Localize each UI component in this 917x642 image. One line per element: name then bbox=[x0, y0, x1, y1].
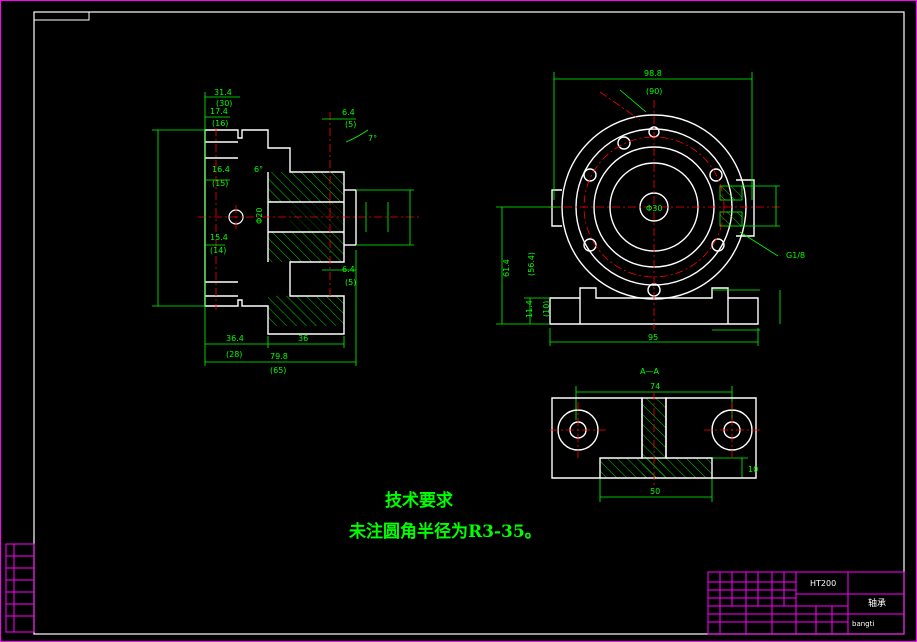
dim-15-4: 15.4 bbox=[210, 233, 228, 242]
dim-6deg: 6° bbox=[254, 165, 263, 174]
side-view-dimtext: 31.4 (30) 17.4 (16) 16.4 (15) 15.4 (14) … bbox=[210, 88, 377, 375]
dim-16-4: 16.4 bbox=[212, 165, 230, 174]
title-block: HT200 轴承 bangti bbox=[707, 571, 905, 635]
dim-16: (16) bbox=[212, 119, 228, 128]
dim-28: (28) bbox=[226, 350, 242, 359]
dim-56-4: (56.4) bbox=[527, 252, 536, 276]
side-view-centerlines bbox=[198, 112, 420, 310]
title-drawing-no: bangti bbox=[852, 620, 874, 628]
dim-14: (14) bbox=[210, 246, 226, 255]
dim-36: 36 bbox=[298, 334, 308, 343]
dim-15: (15) bbox=[212, 179, 228, 188]
dim-10: (10) bbox=[542, 301, 551, 317]
dim-50: 50 bbox=[650, 487, 660, 496]
dim-phi20: Φ20 bbox=[255, 208, 264, 224]
front-view: 98.8 (90) 61.4 (56.4) 11.4 (10) 95 Φ30 G… bbox=[496, 69, 805, 346]
side-view-hatch bbox=[268, 172, 344, 326]
left-revision-strip bbox=[5, 543, 35, 633]
dim-65: (65) bbox=[270, 366, 286, 375]
front-view-port-hatch bbox=[719, 185, 743, 227]
dim-10-section: 10 bbox=[748, 465, 758, 474]
dim-5-bottom: (5) bbox=[345, 278, 356, 287]
section-view: A—A 74 50 10 bbox=[550, 367, 760, 502]
front-view-centerlines bbox=[548, 91, 780, 330]
section-view-centerlines bbox=[550, 392, 760, 490]
side-view: 31.4 (30) 17.4 (16) 16.4 (15) 15.4 (14) … bbox=[152, 88, 420, 375]
dim-61-4: 61.4 bbox=[502, 259, 511, 277]
dim-6-4-bottom: 6.4 bbox=[342, 265, 355, 274]
section-label: A—A bbox=[640, 367, 659, 376]
side-view-dimlines bbox=[152, 92, 414, 366]
title-block-text: HT200 轴承 bangti bbox=[810, 579, 886, 628]
dim-6-4-top: 6.4 bbox=[342, 108, 355, 117]
dim-17-4: 17.4 bbox=[210, 107, 228, 116]
sheet-border-inner bbox=[33, 11, 905, 635]
dim-95: 95 bbox=[648, 333, 658, 342]
dim-98-8: 98.8 bbox=[644, 69, 662, 78]
technical-requirements-title: 技术要求 bbox=[385, 491, 453, 511]
corner-tag bbox=[33, 11, 90, 21]
technical-requirements-line: 未注圆角半径为R3-35。 bbox=[349, 522, 542, 542]
dim-7deg: 7° bbox=[368, 134, 377, 143]
section-base-hatch bbox=[600, 458, 712, 478]
section-view-text: A—A 74 50 10 bbox=[640, 367, 758, 496]
dim-g1-8: G1/8 bbox=[786, 251, 805, 260]
front-view-dimtext: 98.8 (90) 61.4 (56.4) 11.4 (10) 95 Φ30 G… bbox=[502, 69, 805, 342]
dim-36-4: 36.4 bbox=[226, 334, 244, 343]
dim-31-4: 31.4 bbox=[214, 88, 232, 97]
dim-74: 74 bbox=[650, 382, 660, 391]
dim-phi30: Φ30 bbox=[646, 204, 662, 213]
dim-11-4: 11.4 bbox=[525, 300, 534, 318]
dim-30: (30) bbox=[216, 99, 232, 108]
dim-79-8: 79.8 bbox=[270, 352, 288, 361]
dim-5-top: (5) bbox=[345, 120, 356, 129]
front-view-dimlines bbox=[496, 72, 781, 346]
title-part-name: 轴承 bbox=[868, 597, 886, 609]
title-material: HT200 bbox=[810, 579, 836, 588]
title-block-grid bbox=[707, 571, 905, 635]
dim-90: (90) bbox=[646, 87, 662, 96]
side-view-outline bbox=[204, 129, 357, 335]
